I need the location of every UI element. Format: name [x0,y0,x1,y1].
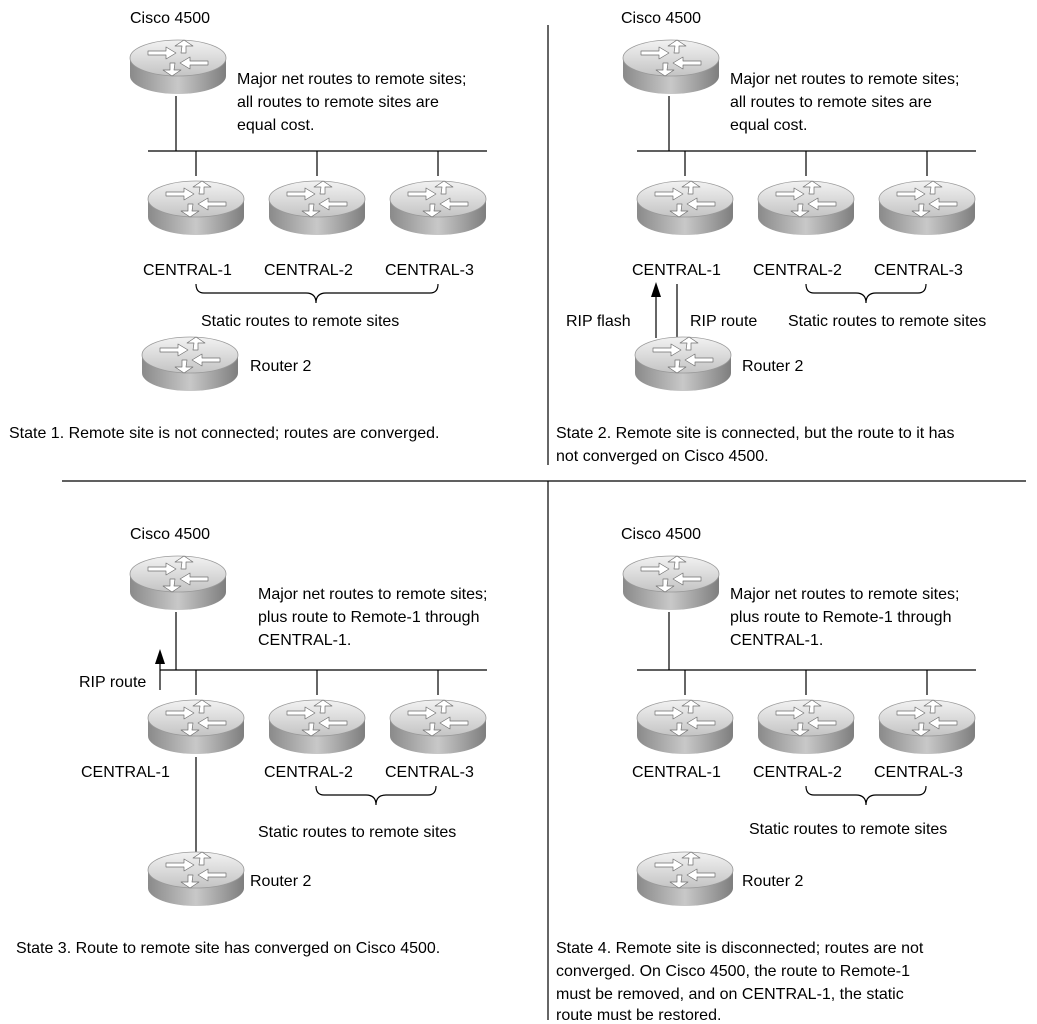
caption-line-2: not converged on Cisco 4500. [556,448,769,465]
central-1-label: CENTRAL-1 [143,262,232,279]
note-line-3: CENTRAL-1. [258,632,351,649]
central-1-label: CENTRAL-1 [632,764,721,781]
central-3-router-icon [389,699,487,755]
note-line-2: all routes to remote sites are [730,94,932,111]
router-2-icon [634,336,732,392]
rip-route-label: RIP route [79,674,146,691]
static-routes-brace [195,283,439,304]
note-line-3: equal cost. [730,117,807,134]
note-line-1: Major net routes to remote sites; [730,71,959,88]
router-2-label: Router 2 [742,873,803,890]
router-2-icon [636,851,734,907]
static-routes-label: Static routes to remote sites [258,824,456,841]
rip-flash-label: RIP flash [566,313,631,330]
cisco-4500-router-icon [622,39,720,95]
router-2-icon [141,336,239,392]
caption-line-1: State 2. Remote site is connected, but t… [556,425,954,442]
cisco-4500-router-icon [129,555,227,611]
central-2-router-icon [757,699,855,755]
arrowhead-icon [155,649,165,664]
cisco-4500-router-icon [129,39,227,95]
central-3-router-icon [878,699,976,755]
caption-line-2: converged. On Cisco 4500, the route to R… [556,963,910,980]
cisco-4500-label: Cisco 4500 [621,526,701,543]
central-1-label: CENTRAL-1 [632,262,721,279]
router-2-icon [147,851,245,907]
note-line-2: plus route to Remote-1 through [730,609,951,626]
caption-line-1: State 1. Remote site is not connected; r… [9,425,439,442]
central-2-label: CENTRAL-2 [753,262,842,279]
central-2-label: CENTRAL-2 [264,764,353,781]
note-line-2: plus route to Remote-1 through [258,609,479,626]
router-2-label: Router 2 [250,358,311,375]
panel-state-1: Cisco 4500 Major net routes to remote si… [9,10,487,442]
cisco-4500-label: Cisco 4500 [130,526,210,543]
static-routes-brace [805,785,927,806]
central-2-router-icon [268,699,366,755]
note-line-3: CENTRAL-1. [730,632,823,649]
rip-route-label: RIP route [690,313,757,330]
central-2-label: CENTRAL-2 [264,262,353,279]
central-1-router-icon [147,699,245,755]
caption-line-3: must be removed, and on CENTRAL-1, the s… [556,986,904,1003]
central-2-router-icon [268,180,366,236]
router-2-label: Router 2 [742,358,803,375]
caption-line-4: route must be restored. [556,1007,721,1024]
panel-state-3: Cisco 4500 Major net routes to remote si… [16,526,487,957]
central-1-router-icon [147,180,245,236]
cisco-4500-label: Cisco 4500 [621,10,701,27]
central-3-router-icon [878,180,976,236]
note-line-2: all routes to remote sites are [237,94,439,111]
note-line-1: Major net routes to remote sites; [258,586,487,603]
caption-line-1: State 3. Route to remote site has conver… [16,940,440,957]
panel-state-2: Cisco 4500 Major net routes to remote si… [556,10,986,465]
router-2-label: Router 2 [250,873,311,890]
caption-line-1: State 4. Remote site is disconnected; ro… [556,940,924,957]
static-routes-label: Static routes to remote sites [201,313,399,330]
panel-state-4: Cisco 4500 Major net routes to remote si… [556,526,976,1024]
central-3-label: CENTRAL-3 [874,262,963,279]
central-1-label: CENTRAL-1 [81,764,170,781]
note-line-3: equal cost. [237,117,314,134]
central-3-label: CENTRAL-3 [385,764,474,781]
arrowhead-icon [651,282,661,297]
static-routes-brace [315,785,437,806]
static-routes-brace [805,283,927,304]
static-routes-label: Static routes to remote sites [788,313,986,330]
central-1-router-icon [636,699,734,755]
note-line-1: Major net routes to remote sites; [237,71,466,88]
central-3-router-icon [389,180,487,236]
central-2-router-icon [757,180,855,236]
cisco-4500-router-icon [622,555,720,611]
cisco-4500-label: Cisco 4500 [130,10,210,27]
central-3-label: CENTRAL-3 [874,764,963,781]
central-3-label: CENTRAL-3 [385,262,474,279]
note-line-1: Major net routes to remote sites; [730,586,959,603]
static-routes-label: Static routes to remote sites [749,821,947,838]
central-1-router-icon [636,180,734,236]
central-2-label: CENTRAL-2 [753,764,842,781]
